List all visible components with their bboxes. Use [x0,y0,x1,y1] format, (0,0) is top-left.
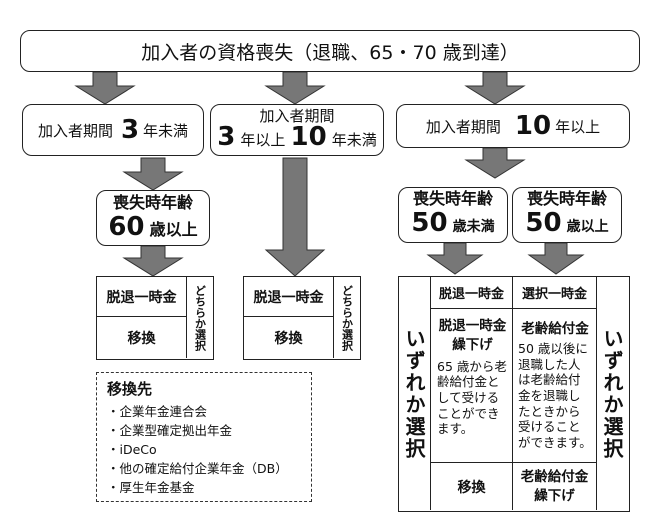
option-b-choose: どちらか選択 [340,284,354,351]
option-table-b: 脱退一時金 移換 どちらか選択 [243,276,361,360]
destinations-item: ・企業年金連合会 [107,404,208,419]
arrow-a-to-age [122,157,184,191]
option-b-lump: 脱退一時金 [253,289,324,306]
period-b-num2: 10 [290,121,327,152]
option-c-select-left-cell: いずれか選択 [399,277,431,510]
option-c-select-right: いずれか選択 [600,327,624,460]
period-b-line2: 3 年以上 10 年未満 [217,124,377,153]
period-a-unit: 年未満 [143,121,189,140]
option-a-lump-cell: 脱退一時金 [97,277,187,317]
arrow-c1-to-opt [426,242,484,275]
option-c-lump: 脱退一時金 [438,287,504,302]
option-a-lump: 脱退一時金 [106,289,177,306]
period-b-mid: 年以上 [240,130,286,149]
destinations-box: 移換先 ・企業年金連合会 ・企業型確定拠出年金 ・iDeCo ・他の確定給付企業… [96,372,312,502]
option-c-pension-cell: 老齢給付金 50 歳以後に退職した人は老齢給付金を退職したときから受けることがで… [513,309,596,463]
age-box-a: 喪失時年齢 60 歳以上 [96,190,210,246]
option-b-transfer-cell: 移換 [244,317,334,358]
age-c2-line2: 50 歳以上 [525,209,608,241]
age-c1-label: 喪失時年齢 [412,189,493,208]
option-c-lump-select-cell: 選択一時金 [513,277,596,309]
option-a-transfer-cell: 移換 [97,317,187,358]
age-c2-num: 50 [525,208,562,238]
age-box-c1: 喪失時年齢 50 歳未満 [398,187,508,243]
destinations-title: 移換先 [107,380,153,398]
period-b-line1: 加入者期間 [259,106,335,125]
option-c-lump-cell: 脱退一時金 [431,277,513,309]
age-box-c2: 喪失時年齢 50 歳以上 [512,187,622,243]
age-a-unit: 歳以上 [149,219,198,239]
option-c-transfer: 移換 [457,479,486,496]
age-c1-num: 50 [411,208,448,238]
option-c-deferred-desc: 65 歳から老齢給付金として受けることができます。 [437,358,507,437]
arrow-age-a-to-opt [122,245,184,277]
option-b-transfer: 移換 [274,330,303,347]
destinations-item: ・企業型確定拠出年金 [107,423,233,438]
option-c-lump-select: 選択一時金 [521,287,587,302]
option-c-pension-title: 老齢給付金 [521,321,589,337]
option-b-choose-cell: どちらか選択 [334,277,359,358]
option-table-a: 脱退一時金 移換 どちらか選択 [96,276,214,360]
destinations-item: ・iDeCo [107,442,157,457]
age-a-label: 喪失時年齢 [112,192,193,212]
destinations-item: ・他の確定給付企業年金（DB） [107,461,288,476]
option-c-deferred-cell: 脱退一時金繰下げ 65 歳から老齢給付金として受けることができます。 [431,309,513,463]
period-b-unit: 年未満 [331,130,377,149]
age-a-line2: 60 歳以上 [108,213,197,244]
period-box-b: 加入者期間 3 年以上 10 年未満 [210,104,384,156]
option-table-c: いずれか選択 いずれか選択 脱退一時金 脱退一時金繰下げ 65 歳から老齢給付金… [398,276,630,512]
option-c-pension-desc: 50 歳以後に退職した人は老齢給付金を退職したときから受けることができます。 [518,341,592,450]
option-c-deferred-title: 脱退一時金繰下げ [438,318,507,353]
arrow-top-to-a [74,71,136,105]
arrow-top-to-b [264,71,326,105]
period-c-label: 加入者期間 [425,117,501,136]
option-c-select-left: いずれか選択 [402,327,426,460]
option-a-choose: どちらか選択 [193,284,207,351]
period-c-unit: 年以上 [555,117,601,136]
destinations-item: ・厚生年金基金 [107,480,195,495]
age-c2-label: 喪失時年齢 [526,189,607,208]
period-a-label: 加入者期間 [37,121,113,140]
top-title: 加入者の資格喪失（退職、65・70 歳到達） [141,41,519,64]
age-a-num: 60 [108,211,145,242]
arrow-c-to-split [464,147,526,179]
option-a-transfer: 移換 [127,330,156,347]
arrow-c2-to-opt [527,242,585,275]
period-c-num: 10 [514,111,552,141]
option-a-choose-cell: どちらか選択 [187,277,212,358]
option-c-transfer-cell: 移換 [431,463,513,510]
option-c-pension-deferred: 老齢給付金繰下げ [520,468,589,504]
age-c1-line2: 50 歳未満 [411,209,494,241]
age-c1-unit: 歳未満 [452,219,495,235]
option-c-pension-deferred-cell: 老齢給付金繰下げ [513,463,596,510]
period-box-a: 加入者期間 3 年未満 [22,104,204,156]
option-b-lump-cell: 脱退一時金 [244,277,334,317]
option-c-select-right-cell: いずれか選択 [596,277,628,510]
arrow-top-to-c [464,71,526,105]
period-a-num: 3 [120,115,140,145]
age-c2-unit: 歳以上 [566,219,609,235]
top-box: 加入者の資格喪失（退職、65・70 歳到達） [20,30,640,72]
period-b-num1: 3 [217,121,236,152]
period-box-c: 加入者期間 10 年以上 [396,104,630,148]
arrow-b-long [264,157,326,277]
